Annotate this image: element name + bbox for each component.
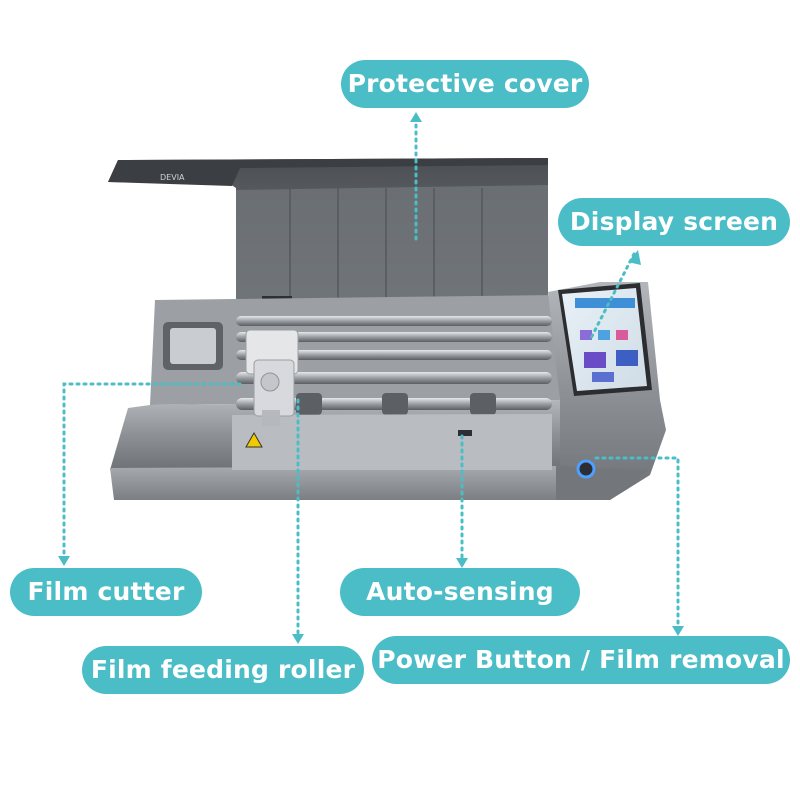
label-display-screen: Display screen [558, 198, 790, 246]
film-cutter-head [245, 329, 299, 426]
leader-arrowheads [58, 112, 684, 644]
brand-logo: DEVIA [160, 173, 185, 182]
side-tray [163, 322, 223, 370]
cutting-plate [232, 414, 552, 470]
power-button-ring-icon[interactable] [576, 459, 596, 479]
warning-triangle-icon [245, 431, 263, 448]
film-feeding-rollers [296, 393, 496, 415]
label-film-feeding-roller: Film feeding roller [82, 646, 364, 694]
display-screen[interactable] [558, 283, 652, 396]
leader-lines [62, 116, 680, 638]
label-protective-cover: Protective cover [341, 60, 589, 108]
label-film-cutter: Film cutter [10, 568, 202, 616]
auto-sensing-sensor [458, 430, 472, 436]
label-power-button: Power Button / Film removal [372, 636, 790, 684]
label-auto-sensing: Auto-sensing [340, 568, 580, 616]
